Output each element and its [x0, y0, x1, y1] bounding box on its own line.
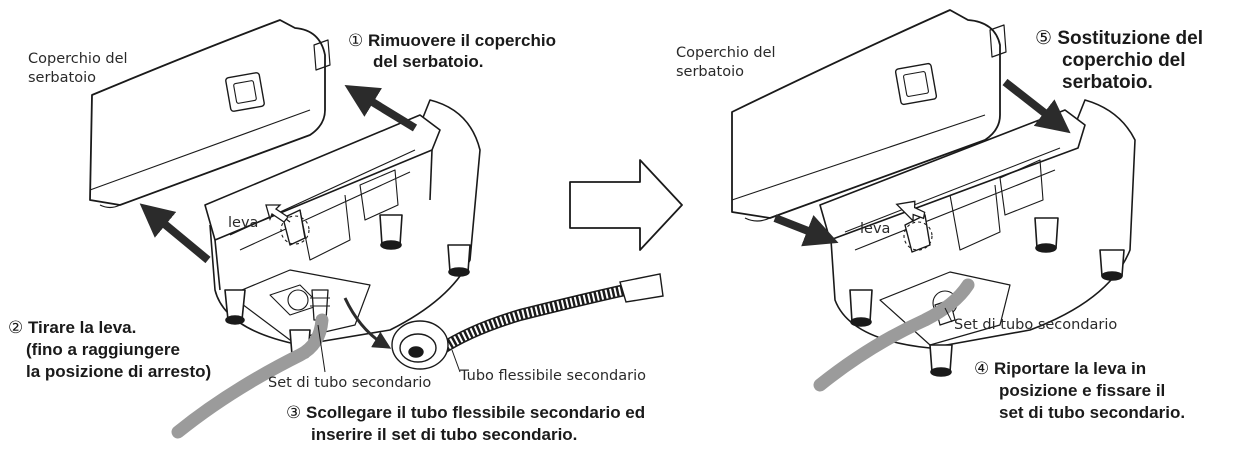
right-device: [731, 9, 1136, 377]
left-gray-tube: [171, 313, 329, 439]
left-flex-tube: [391, 273, 664, 370]
step5-number: ⑤: [1035, 28, 1053, 49]
step2-instruction: ② Tirare la leva. (fino a raggiungere la…: [8, 318, 212, 381]
right-tank-cover: [731, 9, 1001, 219]
step5-instruction: ⑤ Sostituzione del coperchio del serbato…: [1035, 28, 1204, 93]
step3-number: ③: [286, 403, 302, 422]
left-tank-cover-label: Coperchio del serbatoio: [28, 51, 128, 86]
left-lever-label: leva: [228, 215, 259, 231]
left-subtube-set-label: Set di tubo secondario: [268, 375, 432, 391]
step4-number: ④: [974, 359, 990, 378]
right-leaders: [944, 307, 953, 323]
step3-instruction: ③ Scollegare il tubo flessibile secondar…: [286, 403, 646, 444]
left-arrows: [139, 84, 418, 349]
step2-number: ②: [8, 318, 24, 337]
right-arrows: [773, 78, 1071, 247]
left-flex-tube-label: Tubo flessibile secondario: [460, 368, 646, 384]
left-device: [89, 19, 481, 360]
step4-instruction: ④ Riportare la leva in posizione e fissa…: [974, 359, 1186, 422]
right-gray-tube: [813, 278, 975, 392]
step1-instruction: ① Rimuovere il coperchio del serbatoio.: [348, 31, 556, 71]
left-tank-cover: [89, 19, 326, 206]
right-subtube-set-label: Set di tubo secondario: [954, 317, 1118, 333]
step1-number: ①: [348, 31, 364, 50]
right-tank-cover-label: Coperchio del serbatoio: [676, 45, 776, 80]
right-base-body: [829, 99, 1136, 349]
left-leaders: [317, 324, 461, 373]
right-lever-label: leva: [860, 221, 891, 237]
center-transition-arrow: [569, 159, 683, 251]
